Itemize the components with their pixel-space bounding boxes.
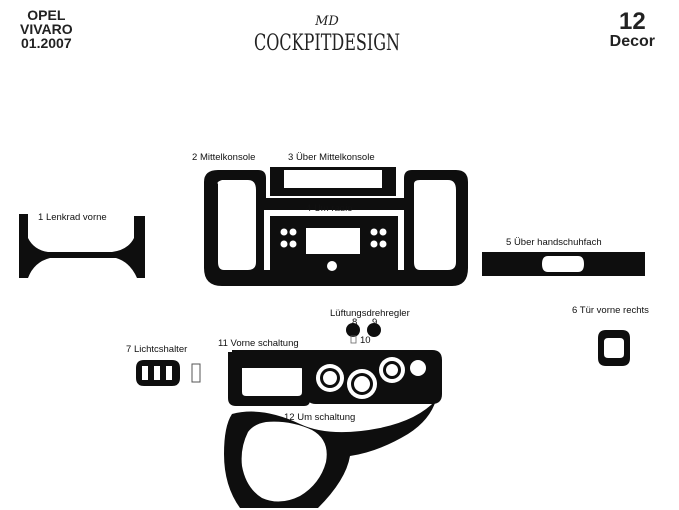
part-1-shape	[19, 214, 145, 278]
part-12-shape	[224, 400, 436, 508]
cockpitdesign-logo: MD COCKPITDESIGN	[252, 10, 402, 75]
part-4-label: 4 Um radio	[306, 203, 352, 214]
model-info: OPEL VIVARO 01.2007	[20, 8, 73, 50]
part-10-number: 10	[360, 335, 371, 346]
ventilation-knob-group: Lüftungsdrehregler 8 9 10	[330, 308, 410, 346]
part-11-vorne-schaltung: 11 Vorne schaltung	[218, 338, 442, 406]
part-5-shape	[482, 252, 645, 276]
part-7-label: 7 Lichtcshalter	[126, 344, 187, 355]
part-12-label: 12 Um schaltung	[284, 412, 355, 423]
part-7-lichtschalter: 7 Lichtcshalter	[126, 344, 201, 386]
part-7-small-piece	[191, 363, 201, 383]
kit-type-label: Decor	[609, 33, 655, 50]
part-11-label: 11 Vorne schaltung	[218, 338, 299, 349]
part-7-shape	[136, 360, 180, 386]
part-4-shape	[270, 216, 398, 272]
part-2-shape	[204, 170, 468, 286]
decor-count-block: 12 Decor	[610, 10, 655, 50]
part-6-tuer-vorne-rechts: 6 Tür vorne rechts	[572, 305, 649, 366]
part-11-left-panel	[228, 352, 310, 406]
part-4-um-radio: 4 Um radio	[270, 203, 398, 272]
radio-buttons	[280, 228, 387, 271]
part-6-label: 6 Tür vorne rechts	[572, 305, 649, 316]
logo-graphic: MD COCKPITDESIGN	[254, 14, 400, 56]
date-label: 01.2007	[21, 35, 72, 51]
part-1-lenkrad-vorne: 1 Lenkrad vorne	[19, 212, 145, 278]
part-3-shape	[270, 167, 396, 196]
logo-monogram: MD	[314, 14, 339, 29]
part-5-label: 5 Über handschuhfach	[506, 237, 602, 248]
vent-rings	[316, 357, 426, 399]
part-2-mittelkonsole: 2 Mittelkonsole	[192, 152, 468, 286]
part-8-knob	[346, 323, 360, 337]
part-9-knob	[367, 323, 381, 337]
make-label: OPEL	[27, 7, 66, 23]
part-6-shape	[598, 330, 630, 366]
piece-count: 12	[618, 8, 646, 35]
ventilation-group-label: Lüftungsdrehregler	[330, 308, 410, 319]
part-9-number: 9	[372, 317, 377, 328]
part-12-um-schaltung: 12 Um schaltung	[224, 400, 436, 508]
logo-wordmark: COCKPITDESIGN	[254, 31, 400, 56]
part-8-number: 8	[352, 317, 357, 328]
part-3-label: 3 Über Mittelkonsole	[288, 152, 375, 163]
part-3-ueber-mittelkonsole: 3 Über Mittelkonsole	[270, 152, 396, 196]
model-label: VIVARO	[20, 21, 73, 37]
part-1-label: 1 Lenkrad vorne	[38, 212, 107, 223]
part-5-ueber-handschuhfach: 5 Über handschuhfach	[482, 237, 645, 276]
part-10-piece	[350, 335, 357, 344]
part-2-label: 2 Mittelkonsole	[192, 152, 255, 163]
